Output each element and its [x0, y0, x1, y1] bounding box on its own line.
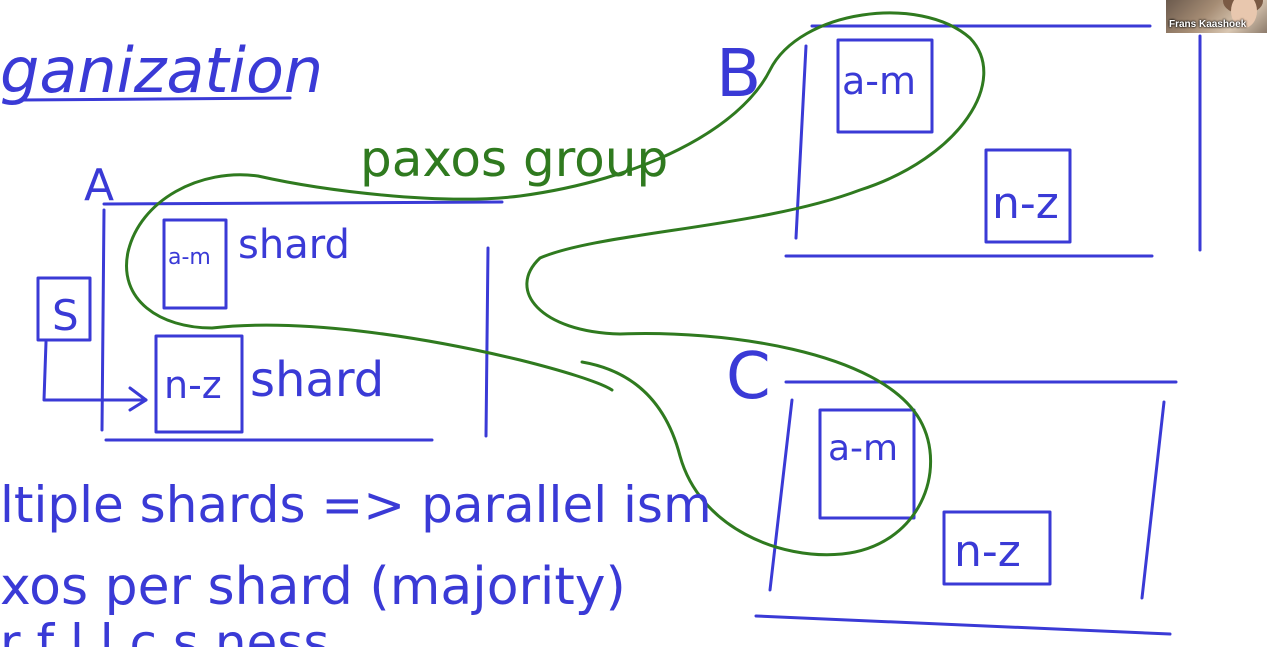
shard-n-z-label-group-a: n-z [164, 363, 222, 407]
shard-box-a-m-group-c [818, 408, 916, 520]
paxos-group-loop [125, 11, 986, 557]
shard-box-n-z-group-c [942, 510, 1052, 586]
group-a-left-line [100, 208, 106, 432]
group-b-left-line [794, 44, 808, 240]
group-c-right-line [1140, 400, 1166, 600]
group-c-left-line [768, 398, 794, 592]
shard-box-a-m-group-a [162, 218, 228, 310]
group-label-c: C [726, 340, 771, 414]
note-line-1: ltiple shards => parallel ism [0, 476, 712, 534]
client-arrow-head [128, 386, 148, 412]
group-a-top-line [102, 200, 504, 206]
client-label: S [52, 291, 79, 340]
shard-a-m-label-group-a: a-m [168, 245, 211, 270]
shard-word-2: shard [250, 352, 384, 408]
shard-n-z-label-group-c: n-z [954, 526, 1021, 577]
group-c-bottom-line [754, 614, 1172, 636]
note-line-2: xos per shard (majority) [0, 557, 626, 617]
shard-word-1: shard [238, 222, 350, 268]
participant-video-tile[interactable]: Frans Kaashoek [1166, 0, 1267, 33]
group-label-b: B [716, 35, 761, 112]
paxos-group-label: paxos group [360, 130, 668, 188]
shard-box-a-m-group-b [836, 38, 934, 134]
group-a-right-line [484, 246, 490, 438]
client-box [36, 276, 92, 342]
shard-n-z-label-group-b: n-z [992, 178, 1059, 229]
title-underline [18, 96, 292, 102]
client-arrow-shaft [42, 340, 148, 402]
participant-name: Frans Kaashoek [1169, 19, 1247, 30]
shard-a-m-label-group-c: a-m [828, 428, 898, 469]
title-fragment: ganization [0, 34, 323, 107]
note-line-3: r f l l c s ness [0, 614, 329, 647]
shard-box-n-z-group-b [984, 148, 1072, 244]
participant-face [1231, 0, 1257, 28]
shard-a-m-label-group-b: a-m [842, 59, 916, 103]
shard-box-n-z-group-a [154, 334, 244, 434]
